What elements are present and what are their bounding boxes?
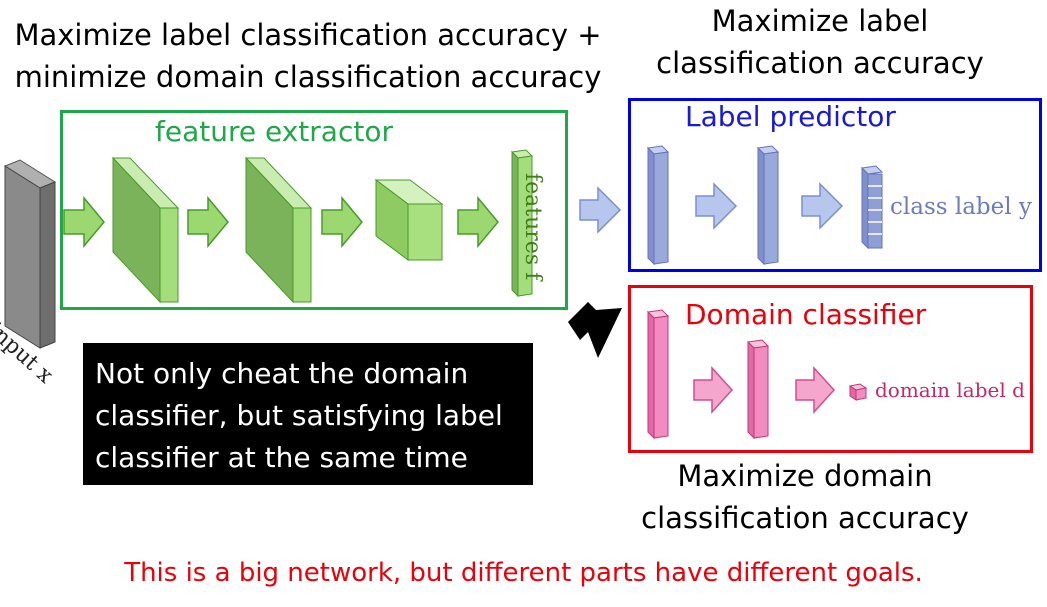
arrow-pink-2 xyxy=(795,366,836,414)
label-predictor-goal-line2: classification accuracy xyxy=(656,46,984,80)
domain-layer-1 xyxy=(646,309,670,440)
arrow-green-1 xyxy=(63,195,105,249)
domain-arrows xyxy=(693,366,836,414)
feature-extractor-goal-line2: minimize domain classification accuracy xyxy=(14,60,602,94)
label-predictor-box xyxy=(628,98,1042,272)
domain-classifier-goal-line2: classification accuracy xyxy=(641,501,969,535)
feature-extractor-goal: Maximize label classification accuracy +… xyxy=(8,14,608,98)
input-layer xyxy=(3,159,57,349)
domain-classifier-goal-line1: Maximize domain xyxy=(677,459,933,493)
feature-extractor-goal-line1: Maximize label classification accuracy + xyxy=(14,18,602,52)
arrow-blue-1 xyxy=(579,186,622,234)
label-predictor-title: Label predictor xyxy=(685,100,896,133)
feature-layer-1 xyxy=(111,156,180,304)
arrow-blue-2 xyxy=(695,182,738,230)
footer-caption: This is a big network, but different par… xyxy=(124,558,923,588)
arrow-green-2 xyxy=(187,195,229,249)
class-output-vector xyxy=(860,165,884,250)
class-label-text: class label y xyxy=(890,194,1032,220)
feature-extractor-title: feature extractor xyxy=(155,115,393,148)
note-line2: classifier, but satisfying label xyxy=(95,399,503,432)
domain-branch-arrow xyxy=(568,302,622,358)
domain-classifier-box xyxy=(628,285,1033,453)
feature-layer-2 xyxy=(244,156,313,304)
label-layer-1 xyxy=(646,145,670,266)
arrow-blue-3 xyxy=(801,182,844,230)
label-layer-2 xyxy=(756,145,780,266)
domain-output-cube xyxy=(848,383,868,401)
features-label-text: features f xyxy=(520,173,545,281)
note-line1: Not only cheat the domain xyxy=(95,357,469,390)
domain-classifier-goal: Maximize domain classification accuracy xyxy=(630,455,980,539)
domain-layer-2 xyxy=(746,339,770,440)
label-predictor-goal: Maximize label classification accuracy xyxy=(640,0,1000,84)
note-line3: classifier at the same time xyxy=(95,441,468,474)
domain-classifier-title: Domain classifier xyxy=(685,298,927,331)
feature-vector xyxy=(510,149,534,298)
feature-extractor-box xyxy=(60,110,568,310)
arrow-pink-1 xyxy=(693,366,734,414)
label-predictor-goal-line1: Maximize label xyxy=(711,4,929,38)
arrow-green-3 xyxy=(321,195,363,249)
note-box: Not only cheat the domain classifier, bu… xyxy=(83,343,533,485)
feature-arrows xyxy=(63,195,499,249)
domain-label-text: domain label d xyxy=(875,378,1025,402)
feature-layer-3 xyxy=(374,179,444,261)
label-arrows xyxy=(579,182,844,234)
arrow-green-4 xyxy=(457,195,499,249)
